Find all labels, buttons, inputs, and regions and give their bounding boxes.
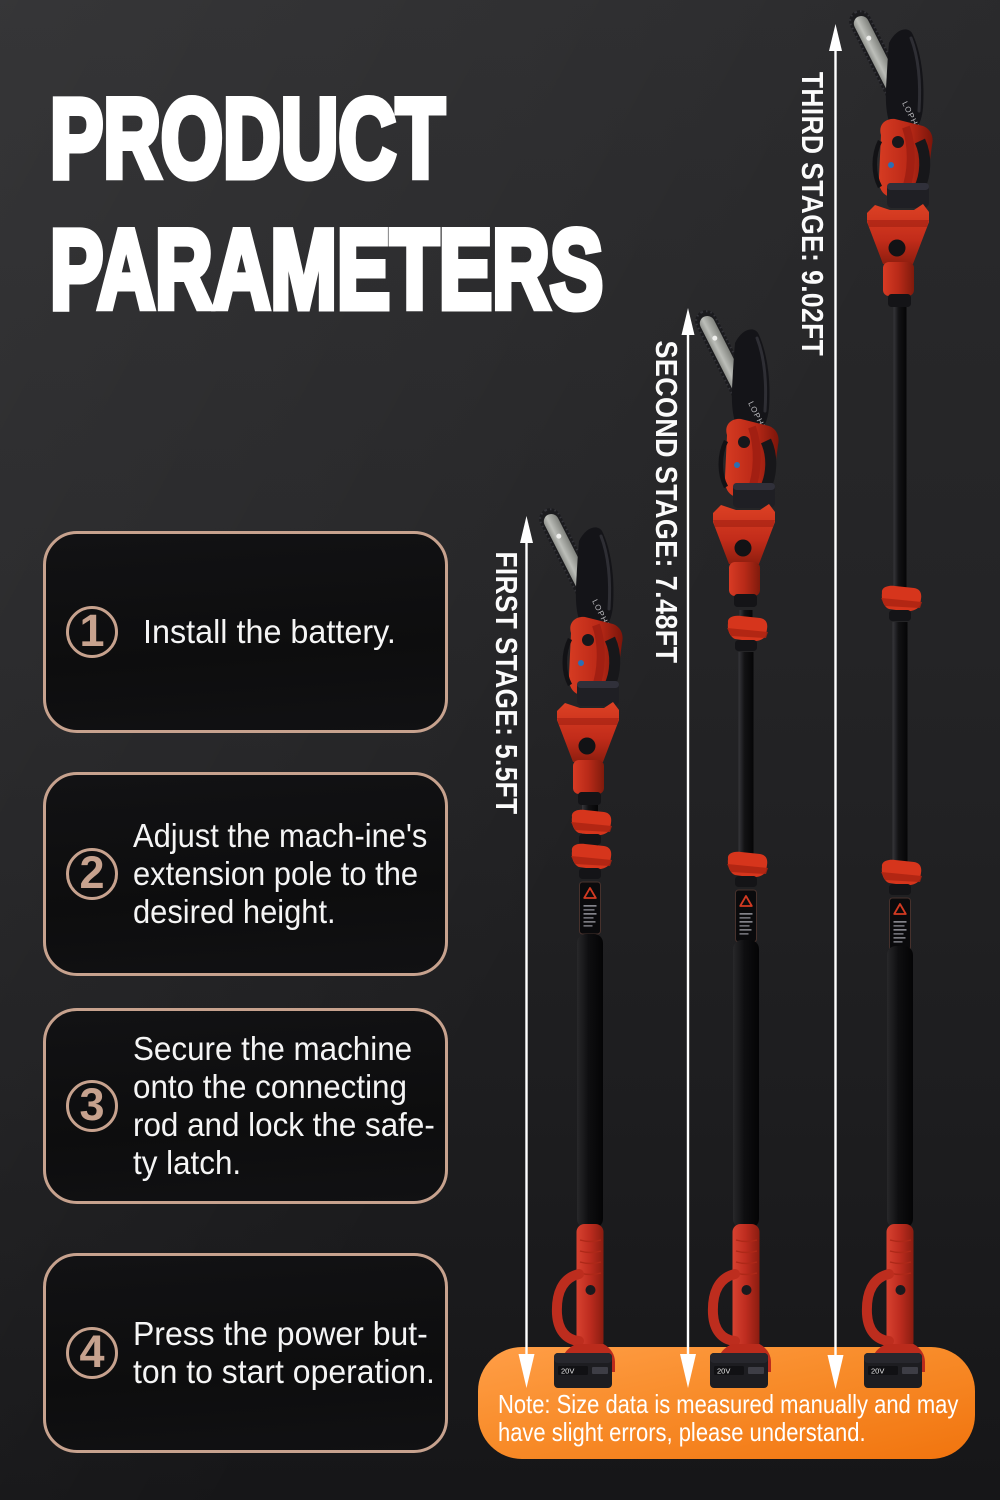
step-1-number-badge: 1 [66,605,118,658]
page-title: PRODUCT PARAMETERS [48,73,606,336]
pole-saw-stage-3 [845,6,932,1388]
step-3-line-4: ty latch. [133,1144,242,1181]
step-4-number: 4 [79,1326,105,1377]
step-3-text: Secure the machine onto the connecting r… [133,1030,435,1182]
step-4-line-2: ton to start operation. [133,1353,435,1390]
step-3-line-2: onto the connecting [133,1068,407,1105]
stage-2-label: SECOND STAGE: 7.48FT [648,341,684,664]
note-box: Note: Size data is measured manually and… [478,1347,975,1459]
step-4-line-1: Press the power but- [133,1315,428,1352]
step-2-number-badge: 2 [66,847,118,900]
step-3-line-1: Secure the machine [133,1030,413,1067]
note-line-2: have slight errors, please understand. [498,1416,866,1447]
pole-saw-stage-2 [691,306,778,1388]
step-2-line-1: Adjust the mach-ine's [133,817,428,854]
step-2-line-2: extension pole to the [133,855,419,892]
step-card-3: 3 Secure the machine onto the connecting… [43,1008,448,1204]
stage-1-label: FIRST STAGE: 5.5FT [488,552,524,815]
pole-saw-stage-1 [535,504,622,1388]
step-2-line-3: desired height. [133,893,336,930]
stage-3-label-text: THIRD STAGE: 9.02FT [795,71,830,357]
step-card-4: 4 Press the power but- ton to start oper… [43,1253,448,1453]
step-2-number: 2 [79,847,105,898]
step-2-text: Adjust the mach-ine's extension pole to … [133,817,427,931]
stage-3-label: THIRD STAGE: 9.02FT [794,72,830,356]
step-card-1: 1 Install the battery. [43,531,448,733]
stage-1-label-text: FIRST STAGE: 5.5FT [489,551,524,815]
step-3-number-badge: 3 [66,1079,118,1132]
step-3-number: 3 [79,1079,105,1130]
step-1-number: 1 [79,605,105,656]
step-1-text: Install the battery. [143,613,396,651]
step-3-line-3: rod and lock the safe- [133,1106,435,1143]
title-line-1: PRODUCT [48,73,448,205]
title-line-2: PARAMETERS [48,204,606,336]
step-card-2: 2 Adjust the mach-ine's extension pole t… [43,772,448,976]
note-line-1: Note: Size data is measured manually and… [498,1389,959,1419]
step-1-line-1: Install the battery. [143,613,396,650]
stage-2-label-text: SECOND STAGE: 7.48FT [649,340,684,664]
step-4-number-badge: 4 [66,1326,118,1379]
note-text: Note: Size data is measured manually and… [498,1389,959,1447]
step-4-text: Press the power but- ton to start operat… [133,1315,435,1391]
